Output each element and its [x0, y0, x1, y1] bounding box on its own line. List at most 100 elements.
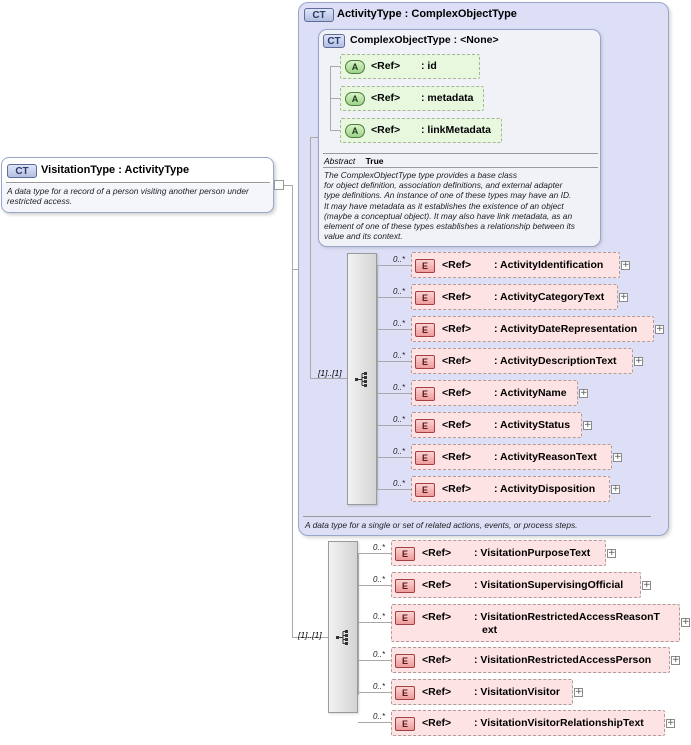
element-ref: <Ref> [442, 259, 472, 271]
expand-icon[interactable]: + [666, 718, 675, 728]
expand-icon[interactable]: + [619, 292, 628, 302]
expand-icon[interactable]: + [611, 484, 620, 494]
element-ref: <Ref> [422, 547, 452, 559]
expand-icon[interactable]: + [583, 420, 592, 430]
type-base: : ComplexObjectType [404, 8, 517, 20]
element-visitation-supervising-official[interactable]: E <Ref> : VisitationSupervisingOfficial [391, 572, 641, 598]
complex-object-type-title: ComplexObjectType : <None> [350, 34, 499, 46]
expand-icon[interactable]: + [579, 388, 588, 398]
element-activity-name[interactable]: E <Ref> : ActivityName [411, 380, 578, 406]
attribute-name: : id [421, 60, 437, 72]
expand-toggle[interactable] [274, 180, 284, 190]
element-ref: <Ref> [442, 483, 472, 495]
element-icon: E [395, 654, 415, 668]
complex-type-icon: CT [304, 8, 334, 22]
element-cardinality: 0..* [393, 415, 406, 424]
attribute-metadata[interactable]: A <Ref> : metadata [340, 86, 484, 111]
element-cardinality: 0..* [393, 383, 406, 392]
element-cardinality: 0..* [393, 255, 406, 264]
expand-icon[interactable]: + [671, 655, 680, 665]
attribute-ref: <Ref> [371, 60, 401, 72]
attribute-linkmetadata[interactable]: A <Ref> : linkMetadata [340, 118, 502, 143]
sequence-compositor[interactable] [347, 253, 377, 505]
abstract-row: Abstract True [324, 156, 384, 166]
divider [303, 516, 651, 517]
element-cardinality: 0..* [373, 575, 386, 584]
element-activity-reason-text[interactable]: E <Ref> : ActivityReasonText [411, 444, 612, 470]
expand-icon[interactable]: + [574, 687, 583, 697]
divider [323, 153, 598, 154]
element-ref: <Ref> [422, 717, 452, 729]
element-icon: E [415, 387, 435, 401]
expand-icon[interactable]: + [607, 548, 616, 558]
element-cardinality: 0..* [373, 543, 386, 552]
element-activity-disposition[interactable]: E <Ref> : ActivityDisposition [411, 476, 610, 502]
element-icon: E [415, 323, 435, 337]
element-name: : ActivityName [494, 387, 567, 399]
element-activity-identification[interactable]: E <Ref> : ActivityIdentification [411, 252, 620, 278]
element-activity-description-text[interactable]: E <Ref> : ActivityDescriptionText [411, 348, 633, 374]
connector [310, 137, 311, 379]
element-activity-category-text[interactable]: E <Ref> : ActivityCategoryText [411, 284, 618, 310]
doc-line: for object definition, association defin… [324, 180, 563, 191]
expand-icon[interactable]: + [634, 356, 643, 366]
doc-line: restricted access. [7, 196, 73, 207]
element-activity-status[interactable]: E <Ref> : ActivityStatus [411, 412, 582, 438]
element-name: : ActivityStatus [494, 419, 571, 431]
attribute-id[interactable]: A <Ref> : id [340, 54, 480, 79]
element-name: : VisitationPurposeText [474, 547, 591, 559]
element-cardinality: 0..* [393, 287, 406, 296]
element-icon: E [395, 547, 415, 561]
element-name: : VisitationRestrictedAccessPerson [474, 654, 652, 666]
element-cardinality: 0..* [373, 650, 386, 659]
attribute-name: : linkMetadata [421, 124, 492, 136]
divider [6, 182, 270, 183]
visitation-type-doc: A data type for a record of a person vis… [7, 186, 249, 206]
expand-icon[interactable]: + [621, 260, 630, 270]
visitation-type-title: VisitationType : ActivityType [41, 164, 189, 176]
element-visitation-visitor[interactable]: E <Ref> : VisitationVisitor [391, 679, 573, 705]
sequence-compositor[interactable] [328, 541, 358, 713]
element-name: : ActivityDateRepresentation [494, 323, 638, 335]
sequence-icon [355, 372, 367, 387]
visitation-type-box[interactable]: CT VisitationType : ActivityType A data … [1, 157, 274, 213]
element-icon: E [395, 611, 415, 625]
element-icon: E [415, 355, 435, 369]
element-ref: <Ref> [422, 686, 452, 698]
expand-icon[interactable]: + [642, 580, 651, 590]
element-icon: E [395, 686, 415, 700]
expand-icon[interactable]: + [613, 452, 622, 462]
connector [358, 622, 391, 623]
expand-icon[interactable]: + [655, 324, 664, 334]
element-name-line: ext [482, 624, 498, 636]
element-name: : VisitationSupervisingOfficial [474, 579, 624, 591]
connector [310, 137, 319, 138]
connector [330, 66, 342, 67]
doc-line: The ComplexObjectType type provides a ba… [324, 170, 518, 180]
sequence-icon [336, 630, 348, 645]
connector [377, 425, 411, 426]
element-name: : VisitationVisitorRelationshipText [474, 717, 644, 729]
sequence-cardinality: [1]..[1] [318, 368, 342, 378]
abstract-value: True [365, 156, 384, 166]
attribute-name: : metadata [421, 92, 474, 104]
element-icon: E [415, 291, 435, 305]
type-base: : ActivityType [118, 164, 190, 176]
doc-line: type definitions. An instance of one of … [324, 190, 572, 201]
element-ref: <Ref> [422, 654, 452, 666]
element-visitation-restricted-access-reason-text[interactable]: E <Ref> : VisitationRestrictedAccessReas… [391, 604, 680, 642]
connector [377, 393, 411, 394]
doc-line: It may have metadata as it establishes t… [324, 200, 564, 211]
expand-icon[interactable]: + [681, 617, 690, 627]
element-ref: <Ref> [442, 387, 472, 399]
connector [358, 660, 391, 661]
element-name: : ActivityReasonText [494, 451, 597, 463]
element-visitation-purpose-text[interactable]: E <Ref> : VisitationPurposeText [391, 540, 606, 566]
connector [377, 457, 411, 458]
element-name: : ActivityDescriptionText [494, 355, 617, 367]
element-visitation-visitor-relationship-text[interactable]: E <Ref> : VisitationVisitorRelationshipT… [391, 710, 665, 736]
element-visitation-restricted-access-person[interactable]: E <Ref> : VisitationRestrictedAccessPers… [391, 647, 670, 673]
element-activity-date-representation[interactable]: E <Ref> : ActivityDateRepresentation [411, 316, 654, 342]
attribute-ref: <Ref> [371, 92, 401, 104]
connector [377, 329, 411, 330]
